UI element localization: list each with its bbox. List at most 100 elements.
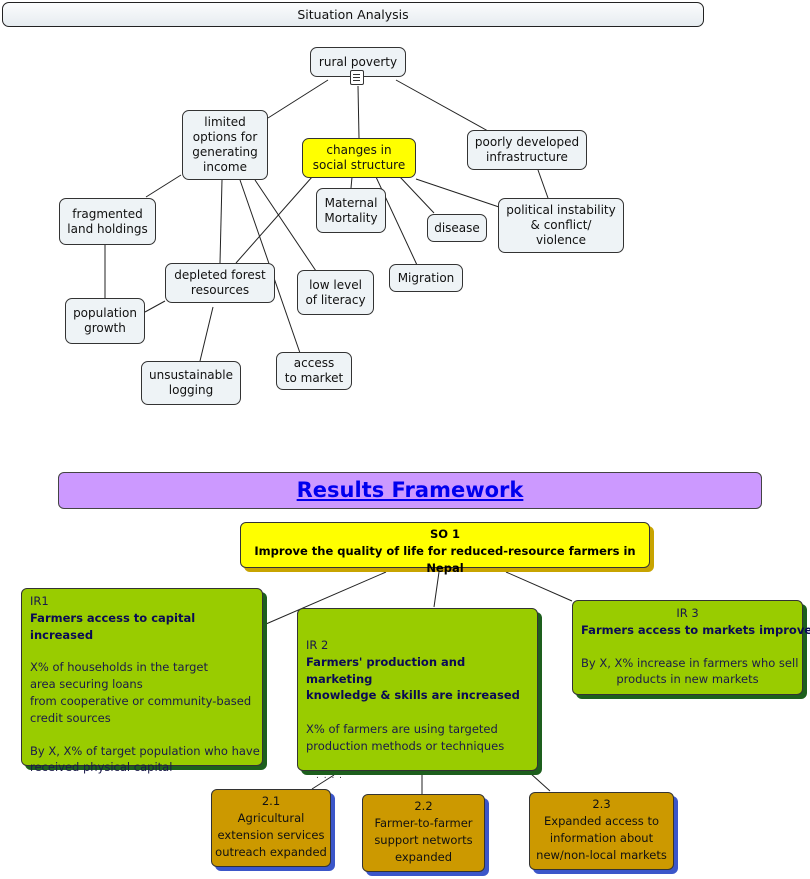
node-label-line: low level (309, 277, 362, 292)
node-migration[interactable]: Migration (389, 264, 463, 292)
ir1-indicator-line: area securing loans (30, 677, 143, 692)
node-label-line: infrastructure (486, 150, 568, 164)
node-label-line: access (293, 356, 335, 370)
sub-text-line: outreach expanded (215, 845, 327, 859)
node-label-line: violence (535, 233, 587, 247)
node-label: Migration (397, 270, 455, 285)
sub-text-line: support networts (374, 833, 473, 847)
ir1-indicator2-line: By X, X% of target population who have (30, 743, 260, 758)
edge-poverty-changes (357, 85, 360, 139)
node-label-line: Mortality (324, 210, 378, 225)
sub-result-2-2[interactable]: 2.2 Farmer-to-farmer support networts ex… (362, 794, 485, 872)
node-changes-social-structure[interactable]: changes in social structure (302, 138, 416, 178)
node-label-line: growth (84, 321, 126, 335)
node-label: rural poverty (318, 54, 398, 69)
edge-changes-maternal (350, 176, 353, 189)
edge-ir2-sub3 (529, 772, 551, 792)
node-label-line: Maternal (324, 195, 378, 210)
ir2-title-line: Farmers' production and marketing (306, 654, 466, 686)
node-maternal-mortality[interactable]: Maternal Mortality (316, 188, 386, 233)
node-disease[interactable]: disease (427, 214, 487, 242)
ellipsis-marker: . . . . (316, 771, 344, 781)
node-label-line: fragmented (72, 206, 143, 221)
node-label-line: changes in (326, 143, 392, 157)
ir1-label: IR1 (30, 594, 49, 608)
node-label-line: of literacy (305, 292, 366, 307)
ir2-indicator-line: production methods or techniques (306, 738, 505, 753)
results-framework-header: Results Framework (58, 472, 762, 509)
sub-label: 2.2 (414, 799, 433, 813)
ir3-title: Farmers access to markets improved (581, 622, 810, 637)
ir2-indicator-line: X% of farmers are using targeted (306, 722, 498, 737)
node-label-line: resources (190, 283, 250, 297)
ir3-label: IR 3 (676, 606, 699, 620)
node-political-instability[interactable]: political instability & conflict/ violen… (498, 198, 624, 253)
sub-text-line: Farmer-to-farmer (374, 816, 473, 830)
node-population-growth[interactable]: population growth (65, 298, 145, 344)
node-depleted-forest-resources[interactable]: depleted forest resources (165, 263, 275, 303)
ir1-indicator-line: from cooperative or community-based (30, 693, 252, 708)
ir1-indicator-line: X% of households in the target (30, 660, 208, 675)
ir3-box[interactable]: IR 3 Farmers access to markets improved … (572, 600, 810, 695)
edge-infrastructure-political (537, 169, 549, 199)
so1-label: SO 1 (429, 527, 461, 541)
situation-analysis-title: Situation Analysis (2, 2, 704, 27)
node-label-line: political instability (506, 203, 616, 217)
sub-text-line: new/non-local markets (536, 848, 667, 862)
node-label-line: to market (284, 371, 344, 385)
ir1-box[interactable]: IR1 Farmers access to capital increased … (21, 588, 263, 774)
edge-changes-depleted (235, 176, 313, 264)
edge-depleted-logging (199, 306, 214, 362)
results-framework-link[interactable]: Results Framework (296, 478, 524, 502)
edge-changes-disease (399, 176, 435, 214)
edge-options-fragmented (145, 174, 182, 198)
node-label-line: options for (192, 130, 258, 144)
ir1-indicator2-line: received physical capital (30, 760, 173, 775)
sub-text-line: Agricultural (237, 811, 305, 825)
edge-options-depleted (219, 179, 223, 264)
ir3-indicator-line: By X, X% increase in farmers who sell (581, 655, 799, 670)
edge-poverty-infrastructure (395, 79, 489, 132)
sub-result-2-3[interactable]: 2.3 Expanded access to information about… (529, 792, 674, 870)
edge-ir2-sub1 (311, 774, 335, 790)
edge-options-literacy (254, 179, 317, 272)
ir2-box[interactable]: IR 2 Farmers' production and marketing k… (297, 608, 538, 771)
node-label-line: logging (168, 383, 214, 397)
node-label-line: land holdings (67, 221, 148, 236)
sub-text-line: extension services (217, 828, 325, 842)
sub-label: 2.1 (261, 794, 281, 808)
node-label-line: unsustainable (148, 368, 233, 382)
sub-text-line: Expanded access to (544, 814, 659, 828)
ir1-indicator-line: credit sources (30, 710, 111, 725)
edge-depleted-population (144, 300, 166, 313)
node-poorly-developed-infrastructure[interactable]: poorly developed infrastructure (467, 130, 587, 170)
document-icon[interactable] (350, 70, 364, 85)
node-label-line: population (73, 306, 137, 320)
node-label-line: generating (192, 145, 258, 159)
node-label-line: income (203, 160, 247, 174)
node-rural-poverty[interactable]: rural poverty (310, 47, 406, 77)
so1-text: Improve the quality of life for reduced-… (254, 543, 636, 575)
node-label-line: social structure (312, 158, 406, 172)
node-label-line: poorly developed (474, 135, 580, 149)
node-label-line: limited (204, 115, 246, 129)
ir3-indicator-line: products in new markets (616, 672, 759, 687)
node-label-line: & conflict/ (530, 218, 592, 232)
edge-so-ir2 (433, 571, 440, 608)
node-limited-options[interactable]: limited options for generating income (182, 110, 268, 180)
ir2-label: IR 2 (306, 638, 329, 652)
edge-poverty-options (267, 79, 329, 119)
node-unsustainable-logging[interactable]: unsustainable logging (141, 361, 241, 405)
sub-text-line: information about (549, 831, 654, 845)
ir2-title-line: knowledge & skills are increased (306, 688, 520, 703)
node-label: disease (434, 220, 480, 235)
sub-label: 2.3 (592, 797, 611, 811)
sub-result-2-1[interactable]: 2.1 Agricultural extension services outr… (211, 789, 331, 867)
sub-text-line: expanded (395, 850, 452, 864)
edge-so-ir3 (505, 571, 573, 602)
node-label-line: depleted forest (174, 268, 266, 282)
node-fragmented-land-holdings[interactable]: fragmented land holdings (59, 198, 156, 245)
node-access-to-market[interactable]: access to market (276, 352, 352, 390)
node-low-level-literacy[interactable]: low level of literacy (297, 270, 374, 315)
so1-box[interactable]: SO 1 Improve the quality of life for red… (240, 522, 650, 575)
